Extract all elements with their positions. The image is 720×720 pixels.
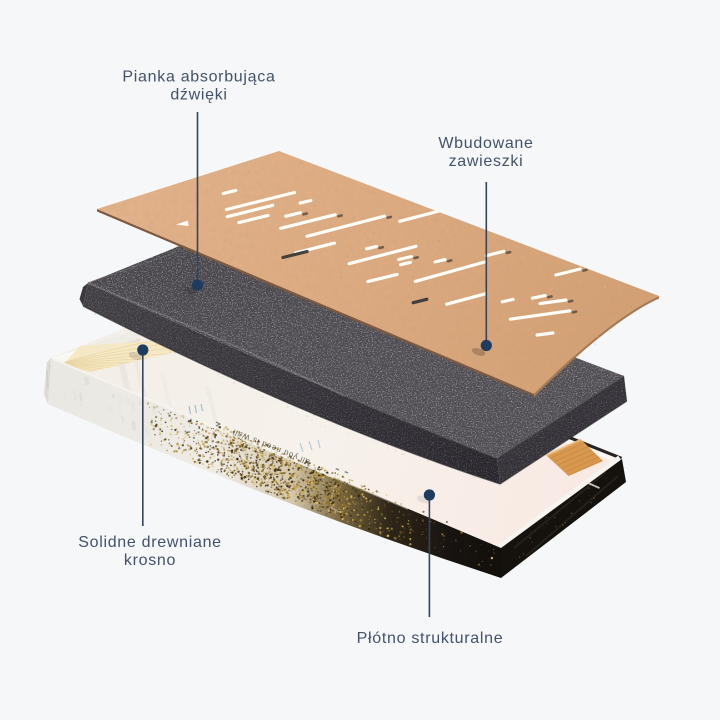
svg-text:Solidne drewniane: Solidne drewniane [78, 534, 222, 551]
svg-text:zawieszki: zawieszki [449, 153, 524, 170]
svg-text:Pianka absorbująca: Pianka absorbująca [122, 69, 275, 86]
svg-text:Płótno strukturalne: Płótno strukturalne [357, 630, 504, 647]
svg-text:dźwięki: dźwięki [170, 87, 227, 104]
svg-text:krosno: krosno [124, 552, 176, 569]
svg-text:Wbudowane: Wbudowane [438, 135, 533, 152]
